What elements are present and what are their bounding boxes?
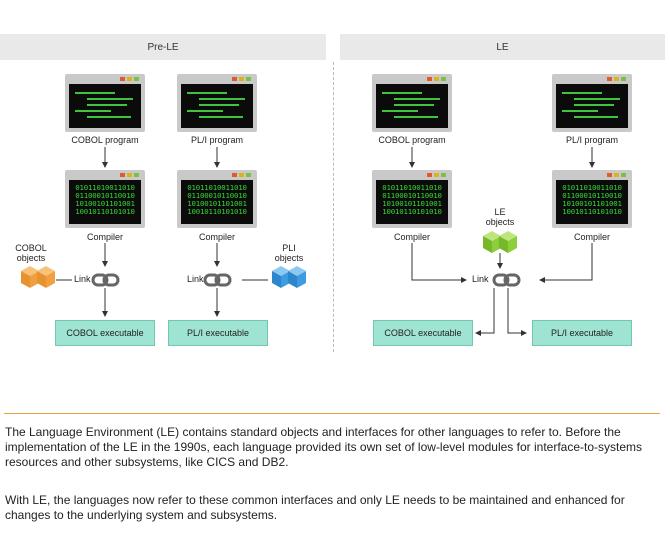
compiler-label: Compiler: [393, 232, 430, 242]
le-objects-cubes: [483, 231, 517, 253]
le-pli-executable-label: PL/I executable: [550, 328, 614, 338]
cobol-objects-label: COBOL objects: [15, 243, 47, 263]
cobol-program-label: COBOL program: [71, 135, 139, 145]
cube-icon: [288, 266, 306, 288]
cube-icon: [21, 266, 39, 288]
panel-divider: [333, 62, 334, 352]
cube-icon: [37, 266, 55, 288]
le-title: LE: [496, 41, 509, 53]
description-paragraph-2: With LE, the languages now refer to thes…: [5, 493, 625, 522]
pli-executable-box: PL/I executable: [168, 320, 268, 346]
le-cobol-program-window-icon: [372, 74, 452, 132]
compiler-label: Compiler: [86, 232, 123, 242]
pli-objects-label: PLI objects: [274, 243, 304, 263]
link-label: Link: [187, 274, 204, 284]
pli-executable-label: PL/I executable: [186, 328, 250, 338]
le-pli-program-window-icon: [552, 74, 632, 132]
cobol-objects-cubes: [21, 266, 55, 288]
compiler-label: Compiler: [198, 232, 235, 242]
le-cobol-executable-label: COBOL executable: [384, 328, 462, 338]
cube-icon: [272, 266, 290, 288]
pre-le-title: Pre-LE: [147, 41, 179, 53]
cube-icon: [483, 231, 501, 253]
le-cobol-executable-box: COBOL executable: [373, 320, 473, 346]
le-objects-label: LE objects: [485, 207, 515, 227]
le-pli-program-label: PL/I program: [565, 135, 619, 145]
pli-objects-cubes: [272, 266, 306, 288]
pre-le-header: Pre-LE: [0, 34, 326, 60]
cube-icon: [499, 231, 517, 253]
cobol-program-window-icon: [65, 74, 145, 132]
compiler-label: Compiler: [573, 232, 610, 242]
pli-program-label: PL/I program: [190, 135, 244, 145]
link-label: Link: [472, 274, 489, 284]
le-cobol-program-label: COBOL program: [378, 135, 446, 145]
arrow-icon: [539, 243, 593, 283]
cobol-executable-label: COBOL executable: [66, 328, 144, 338]
pli-program-window-icon: [177, 74, 257, 132]
le-header: LE: [340, 34, 665, 60]
link-label: Link: [74, 274, 91, 284]
chain-link-icon: [203, 273, 232, 287]
description-paragraph-1: The Language Environment (LE) contains s…: [5, 425, 643, 469]
le-pli-executable-box: PL/I executable: [532, 320, 632, 346]
connector-lines: [21, 147, 595, 336]
arrow-icon: [411, 243, 467, 283]
arrow-icon: [507, 288, 527, 336]
chain-link-icon: [492, 273, 521, 287]
cobol-executable-box: COBOL executable: [55, 320, 155, 346]
arrow-icon: [475, 288, 495, 336]
section-rule: [4, 413, 660, 414]
chain-link-icon: [91, 273, 120, 287]
